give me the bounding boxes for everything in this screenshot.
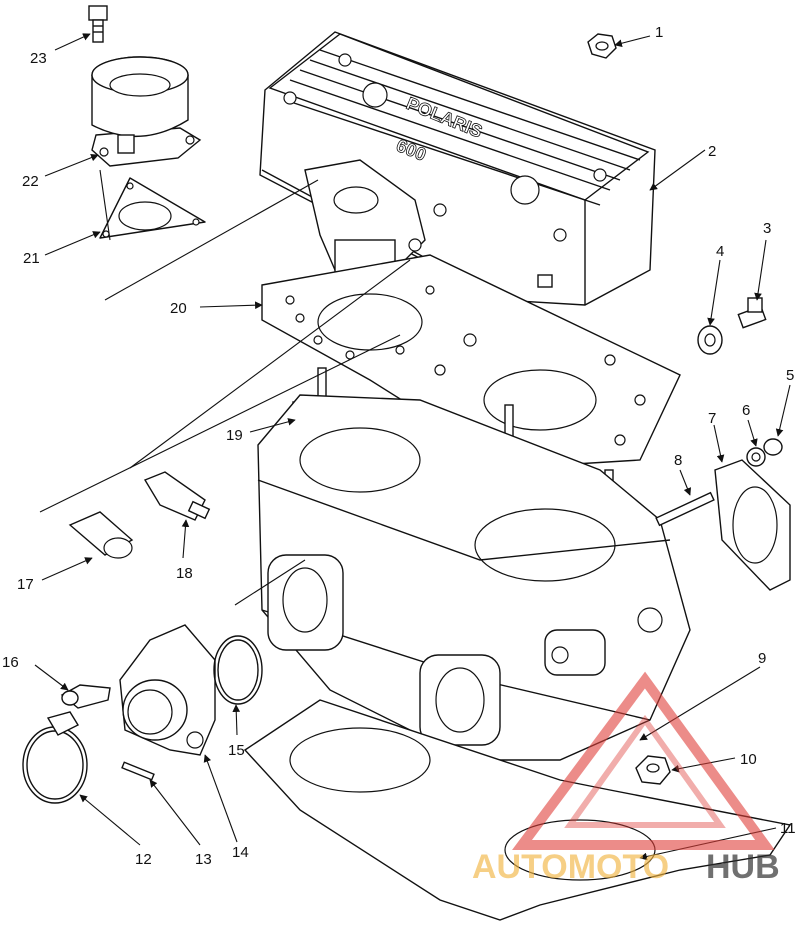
water-outlet-22	[91, 56, 202, 167]
hose-clamp-12	[22, 711, 88, 804]
callout-16: 16	[2, 654, 19, 671]
callout-8: 8	[674, 452, 682, 469]
nut-10	[635, 755, 671, 785]
callout-18: 18	[176, 565, 193, 582]
callout-19: 19	[226, 427, 243, 444]
callout-1: 1	[655, 24, 663, 41]
nut-5	[763, 438, 783, 456]
base-gasket-11	[243, 699, 792, 921]
callout-5: 5	[786, 367, 794, 384]
stud-8	[655, 491, 715, 527]
exhaust-gasket-7	[714, 459, 791, 591]
head-fins	[284, 49, 641, 206]
callout-14: 14	[232, 844, 249, 861]
callout-10: 10	[740, 751, 757, 768]
intake-flange-14	[119, 624, 216, 756]
callout-4: 4	[716, 243, 724, 260]
watermark-logo: AUTOMOTO HUB	[472, 671, 780, 886]
bolt-23	[88, 5, 108, 43]
callout-15: 15	[228, 742, 245, 759]
callout-23: 23	[30, 50, 47, 67]
callout-21: 21	[23, 250, 40, 267]
washer-6	[746, 447, 766, 467]
callout-17: 17	[17, 576, 34, 593]
callout-7: 7	[708, 410, 716, 427]
temp-sensor-18	[143, 471, 211, 521]
o-ring-15	[213, 635, 263, 705]
leader-lines	[34, 33, 791, 861]
nut-1	[587, 33, 617, 59]
callout-20: 20	[170, 300, 187, 317]
screw-13	[121, 761, 155, 781]
callout-11: 11	[780, 820, 796, 837]
callout-numbers: 1 2 3 4 5 6 7 8 9 10 11 12 13 14 15 16 1…	[2, 24, 796, 868]
bolt-16	[60, 684, 111, 709]
watermark-text-part1: AUTOMOTO	[472, 848, 669, 886]
gasket-21	[99, 177, 206, 239]
washer-4	[697, 325, 723, 355]
callout-3: 3	[763, 220, 771, 237]
callout-22: 22	[22, 173, 39, 190]
alignment-lines	[39, 169, 411, 606]
cylinder-head-2: POLARIS 600	[259, 31, 656, 306]
fitting-3	[737, 297, 767, 329]
callout-13: 13	[195, 851, 212, 868]
watermark-text-part2: HUB	[706, 848, 780, 886]
callout-12: 12	[135, 851, 152, 868]
callout-2: 2	[708, 143, 716, 160]
callout-6: 6	[742, 402, 750, 419]
cylinder-block	[257, 394, 691, 761]
callout-9: 9	[758, 650, 766, 667]
sleeve-17	[68, 511, 134, 559]
